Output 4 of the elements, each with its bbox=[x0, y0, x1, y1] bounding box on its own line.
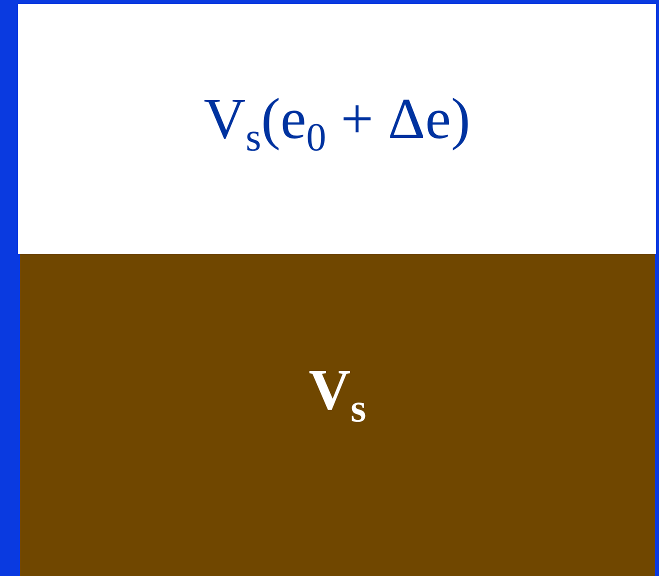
solid-volume-box bbox=[0, 254, 659, 576]
void-volume-box bbox=[0, 0, 659, 254]
volume-label: V$_{s}$(e$_{0}$ + Δe) bbox=[204, 90, 470, 158]
volume-label: V$_{s}$ bbox=[308, 361, 366, 429]
